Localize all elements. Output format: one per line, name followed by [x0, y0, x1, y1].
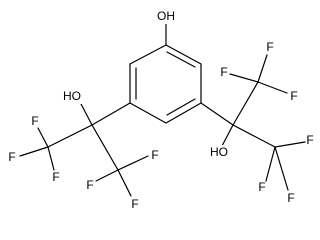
ring-bond [129, 102, 167, 124]
bond-ring-to-quaternary-c [91, 102, 131, 126]
bond-c-oh [221, 124, 234, 147]
bond-c-cf3-top [232, 81, 259, 126]
right-hexafluoro-carbinol [200, 54, 306, 191]
fluorine-label: F [266, 40, 273, 54]
fluorine-label: F [290, 89, 297, 103]
bond-c-f [47, 146, 55, 171]
ring-bond [129, 44, 167, 65]
bond-c-f [95, 169, 119, 182]
bond-c-f [19, 146, 49, 157]
ho-left-label: HO [63, 89, 81, 103]
fluorine-label: F [8, 150, 15, 164]
atom-labels: OH HO HO F F F F F F F F F F F F [8, 9, 314, 211]
bond-c-cf3-bottom [232, 124, 276, 148]
benzene-ring [129, 44, 202, 124]
fluorine-label: F [220, 65, 227, 79]
bond-ring-to-quaternary-c [200, 102, 234, 126]
ho-right-label: HO [210, 145, 228, 159]
bond-c-f [117, 169, 132, 197]
left-hexafluoro-carbinol [19, 101, 149, 197]
fluorine-label: F [258, 180, 265, 194]
bond-c-f [265, 146, 276, 182]
bond-c-cf3-left [47, 124, 93, 148]
fluorine-label: F [31, 114, 38, 128]
fluorine-label: F [151, 148, 158, 162]
ring-bond [165, 44, 202, 65]
bond-c-f [117, 155, 149, 171]
bond-c-oh [79, 101, 93, 126]
fluorine-label: F [306, 133, 313, 147]
bond-c-cf3-bottom [91, 124, 119, 171]
bond-c-f [257, 54, 268, 83]
ring-double-bond [166, 98, 196, 116]
fluorine-label: F [131, 197, 138, 211]
bond-c-f [37, 127, 49, 148]
fluorine-label: F [287, 191, 294, 205]
fluorine-label: F [86, 178, 93, 192]
bond-c-f [257, 81, 288, 94]
bond-c-f [274, 146, 289, 191]
oh-top-label: OH [157, 9, 175, 23]
ring-double-bond [166, 51, 196, 68]
molecule-drawing: OH HO HO F F F F F F F F F F F F [8, 9, 314, 211]
structure-diagram: OH HO HO F F F F F F F F F F F F [8, 9, 314, 211]
bond-c-f [229, 73, 259, 83]
fluorine-label: F [52, 170, 59, 184]
ring-bond [165, 102, 202, 124]
bond-c-f [274, 141, 306, 148]
